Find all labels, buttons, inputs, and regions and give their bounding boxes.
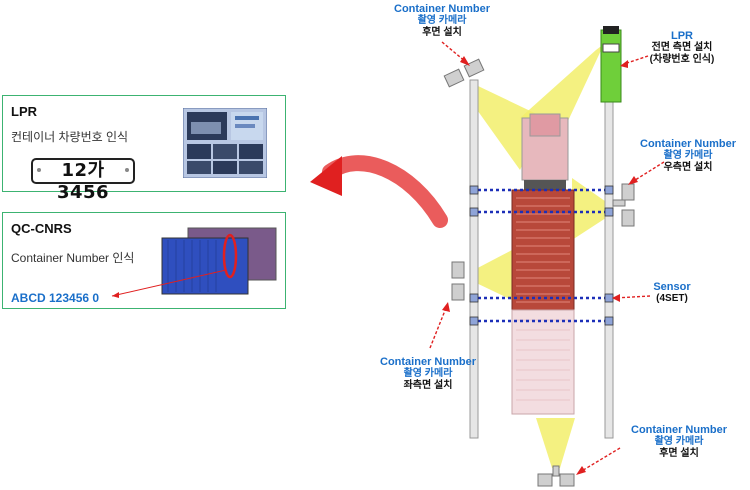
- camera-top-rear: [443, 58, 485, 88]
- camera-bottom-rear: [537, 465, 575, 487]
- truck-cab: [521, 117, 569, 181]
- label-top-rear-title: Container Number: [394, 3, 490, 15]
- label-right-install: 우측면 설치: [663, 162, 713, 173]
- license-plate: 12가 3456: [31, 158, 135, 203]
- beam-bottom: [536, 418, 575, 468]
- label-bottom-rear-camera: Container Number 촬영 카메라 후면 설치: [620, 424, 738, 460]
- label-right-title: Container Number: [640, 138, 736, 150]
- label-bottom-rear-title: Container Number: [631, 424, 727, 436]
- label-right-sub: 촬영 카메라: [663, 150, 713, 161]
- label-right-camera: Container Number 촬영 카메라 우측면 설치: [630, 138, 746, 174]
- lpr-panel-title: LPR: [11, 104, 37, 119]
- flow-arrowhead: [310, 156, 342, 196]
- beam-right: [572, 178, 612, 240]
- camera-right: [612, 183, 635, 227]
- label-lpr-title: LPR: [671, 30, 693, 42]
- label-lpr: LPR 전면 측면 설치 (차량번호 인식): [640, 30, 724, 66]
- beam-lpr: [520, 44, 604, 138]
- beam-top-rear: [470, 86, 545, 170]
- label-left-install: 좌측면 설치: [403, 380, 453, 391]
- camera-left: [451, 261, 465, 301]
- qc-cnrs-panel-subtitle: Container Number 인식: [11, 251, 135, 265]
- label-bottom-rear-sub: 촬영 카메라: [654, 436, 704, 447]
- lpr-panel: LPR 컨테이너 차량번호 인식 12가 3456: [2, 95, 286, 203]
- lpr-panel-subtitle: 컨테이너 차량번호 인식: [11, 130, 129, 144]
- trailer: [511, 309, 575, 415]
- container-photo-thumbnail: [111, 227, 277, 298]
- beam-left: [470, 250, 512, 300]
- sensor-lines: [478, 188, 605, 323]
- label-left-title: Container Number: [380, 356, 476, 368]
- label-left-camera: Container Number 촬영 카메라 좌측면 설치: [370, 356, 486, 392]
- label-top-rear-install: 후면 설치: [422, 27, 462, 38]
- label-sensor: Sensor (4SET): [640, 281, 704, 305]
- label-bottom-rear-install: 후면 설치: [659, 448, 699, 459]
- label-sensor-title: Sensor: [653, 281, 691, 293]
- label-sensor-count: (4SET): [656, 293, 688, 304]
- label-lpr-install: 전면 측면 설치: [651, 42, 713, 53]
- container: [511, 189, 575, 311]
- flow-arrow: [322, 155, 448, 228]
- lpr-unit: [600, 29, 622, 103]
- label-left-sub: 촬영 카메라: [403, 368, 453, 379]
- label-top-rear-sub: 촬영 카메라: [417, 15, 467, 26]
- label-top-rear-camera: Container Number 촬영 카메라 후면 설치: [394, 3, 490, 39]
- label-lpr-desc: (차량번호 인식): [649, 54, 715, 65]
- qc-cnrs-panel-title: QC-CNRS: [11, 221, 72, 236]
- container-number-result: ABCD 123456 0: [11, 291, 100, 305]
- right-pole: [604, 61, 614, 439]
- qc-cnrs-panel: QC-CNRS Container Number 인식 ABCD 123456 …: [2, 212, 286, 309]
- lpr-monitor-thumbnail: [183, 108, 267, 178]
